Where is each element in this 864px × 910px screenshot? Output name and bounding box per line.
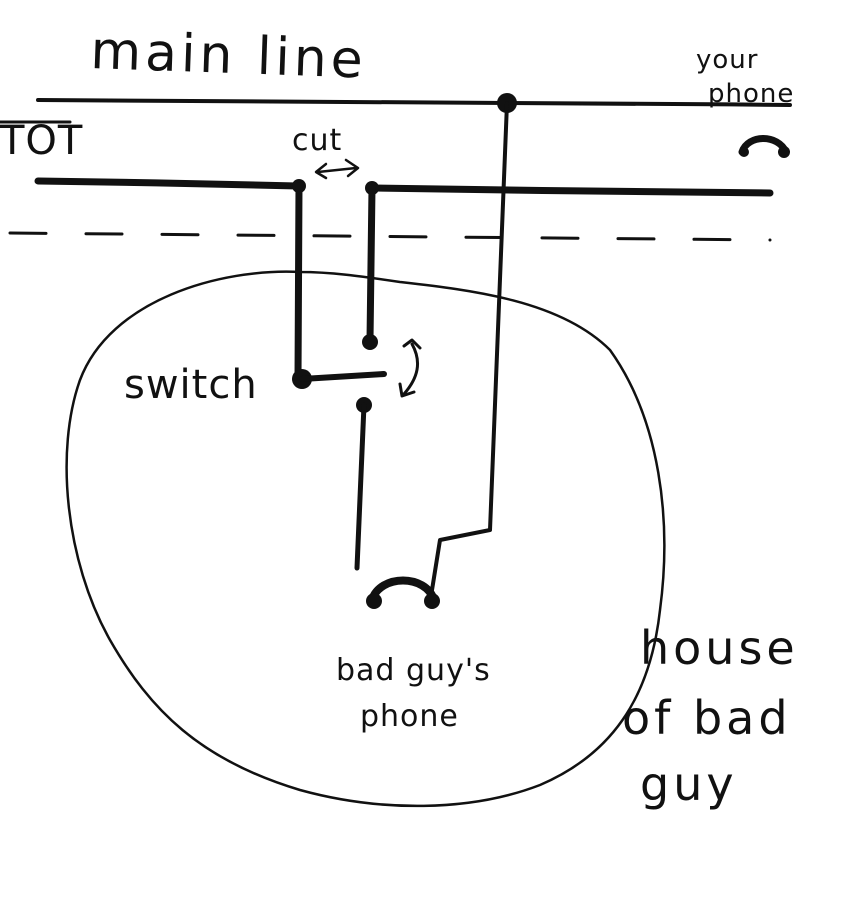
- bad-guy-phone-wire-left: [354, 402, 367, 571]
- house-outline: [65, 270, 666, 808]
- cut-arrow-left-head: [314, 162, 328, 180]
- switch-arrow-head-bottom: [398, 382, 416, 398]
- main-line-wire: [36, 98, 792, 107]
- switch-label: switch: [124, 362, 258, 408]
- bad-guys-phone-label-line2: phone: [360, 699, 459, 734]
- house-label-line3: guy: [640, 757, 738, 811]
- switch-arm: [299, 371, 387, 382]
- dashed-line: [8, 231, 772, 242]
- cut-label: cut: [292, 123, 342, 158]
- main-line-tap-wire: [430, 101, 509, 592]
- switch-common-wire: [294, 182, 303, 382]
- your-phone-handset-end-right: [778, 146, 790, 158]
- your-phone-label-line1: your: [696, 45, 758, 75]
- cut-arrow-shaft: [316, 166, 358, 174]
- switch-arrow-head-top: [402, 338, 422, 350]
- tot-line-right-wire: [368, 184, 774, 197]
- main-line-title: main line: [90, 21, 368, 91]
- tot-label: TOT: [0, 118, 83, 164]
- bad-guys-phone-handset-end-right: [424, 593, 440, 609]
- house-label-line1: house: [640, 621, 799, 675]
- bad-guys-phone-handset-end-left: [366, 593, 382, 609]
- switch-direction-arrow: [402, 342, 420, 396]
- bad-guys-phone-label-line1: bad guy's: [336, 653, 491, 688]
- switch-upper-contact-node: [362, 334, 378, 350]
- tot-line-left-wire: [34, 177, 302, 190]
- cut-arrow-right-head: [344, 158, 360, 178]
- house-label-line2: of bad: [622, 691, 792, 745]
- your-phone-handset-end-left: [739, 147, 749, 157]
- switch-upper-contact-wire: [366, 184, 376, 344]
- bad-guys-phone-handset-icon: [368, 576, 438, 604]
